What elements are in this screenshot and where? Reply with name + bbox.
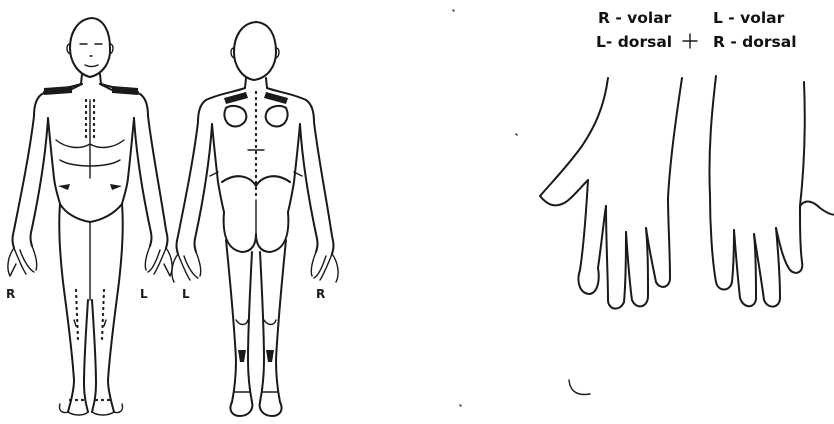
scan-specks <box>453 10 517 406</box>
hand-outline-first <box>540 78 682 309</box>
hand-label-r-dorsal: R - dorsal <box>713 33 797 51</box>
hand-label-l-dorsal: L- dorsal <box>596 33 672 51</box>
front-body-figure <box>8 18 172 415</box>
hand-label-l-volar: L - volar <box>713 9 785 27</box>
back-body-figure <box>172 22 338 416</box>
front-left-side-label: L <box>140 287 148 301</box>
hand-label-r-volar: R - volar <box>598 9 672 27</box>
stray-mark <box>569 380 590 394</box>
label-tick-mark <box>683 34 697 48</box>
back-right-side-label: R <box>316 287 325 301</box>
back-left-side-label: L <box>182 287 190 301</box>
front-right-side-label: R <box>6 287 15 301</box>
hand-outline-second <box>709 76 834 307</box>
